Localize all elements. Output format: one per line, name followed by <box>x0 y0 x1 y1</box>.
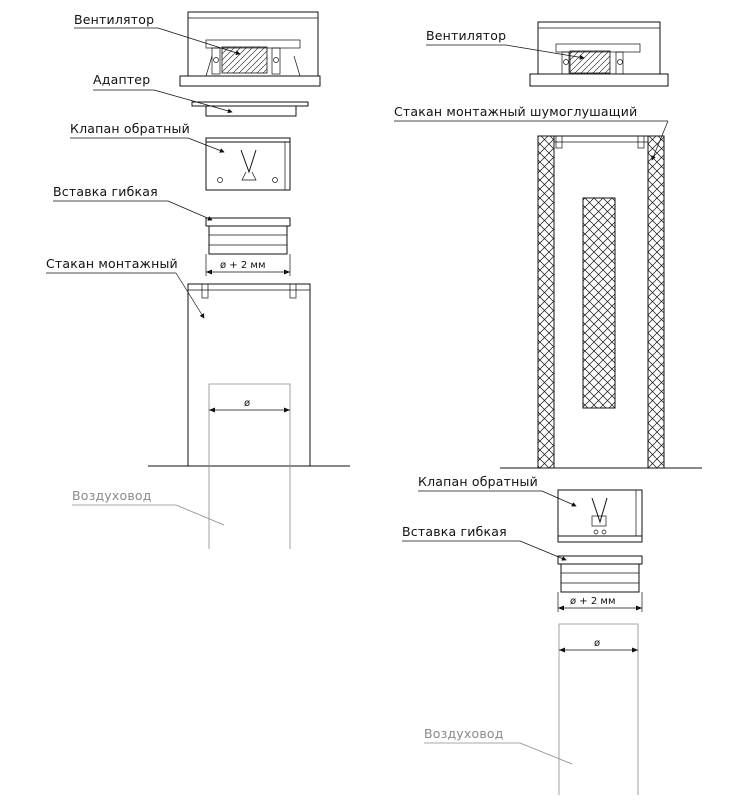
left-insert-drawing <box>205 217 291 276</box>
right-insert-drawing <box>557 555 643 612</box>
left-valve-drawing <box>205 137 291 191</box>
left-insert-label: Вставка гибкая <box>53 184 158 199</box>
right-silencer-drawing <box>500 135 702 469</box>
left-insert-dimension: ø + 2 мм <box>220 260 265 271</box>
right-duct-label: Воздуховод <box>424 726 504 741</box>
left-duct-dimension: ø <box>244 398 250 409</box>
right-duct-dimension: ø <box>594 638 600 649</box>
right-fan-drawing <box>529 21 669 87</box>
left-valve-label: Клапан обратный <box>70 121 190 136</box>
right-assembly: Вентилятор Стакан монтажный шумоглушащий <box>394 21 702 795</box>
left-fan-label: Вентилятор <box>74 12 154 27</box>
right-duct-drawing <box>558 623 639 795</box>
right-valve-drawing <box>557 489 643 543</box>
left-duct-label: Воздуховод <box>72 488 152 503</box>
left-adapter-label: Адаптер <box>93 72 150 87</box>
right-silencer-label: Стакан монтажный шумоглушащий <box>394 104 637 119</box>
left-adapter-drawing <box>191 101 309 117</box>
right-insert-dimension: ø + 2 мм <box>570 596 615 607</box>
left-fan-drawing <box>179 11 321 87</box>
left-duct-drawing <box>208 383 291 549</box>
right-valve-label: Клапан обратный <box>418 474 538 489</box>
left-mount-drawing <box>148 283 350 467</box>
right-fan-label: Вентилятор <box>426 28 506 43</box>
left-assembly: Вентилятор Адаптер Клапан обратный <box>46 11 350 549</box>
right-insert-label: Вставка гибкая <box>402 524 507 539</box>
left-mount-label: Стакан монтажный <box>46 256 178 271</box>
